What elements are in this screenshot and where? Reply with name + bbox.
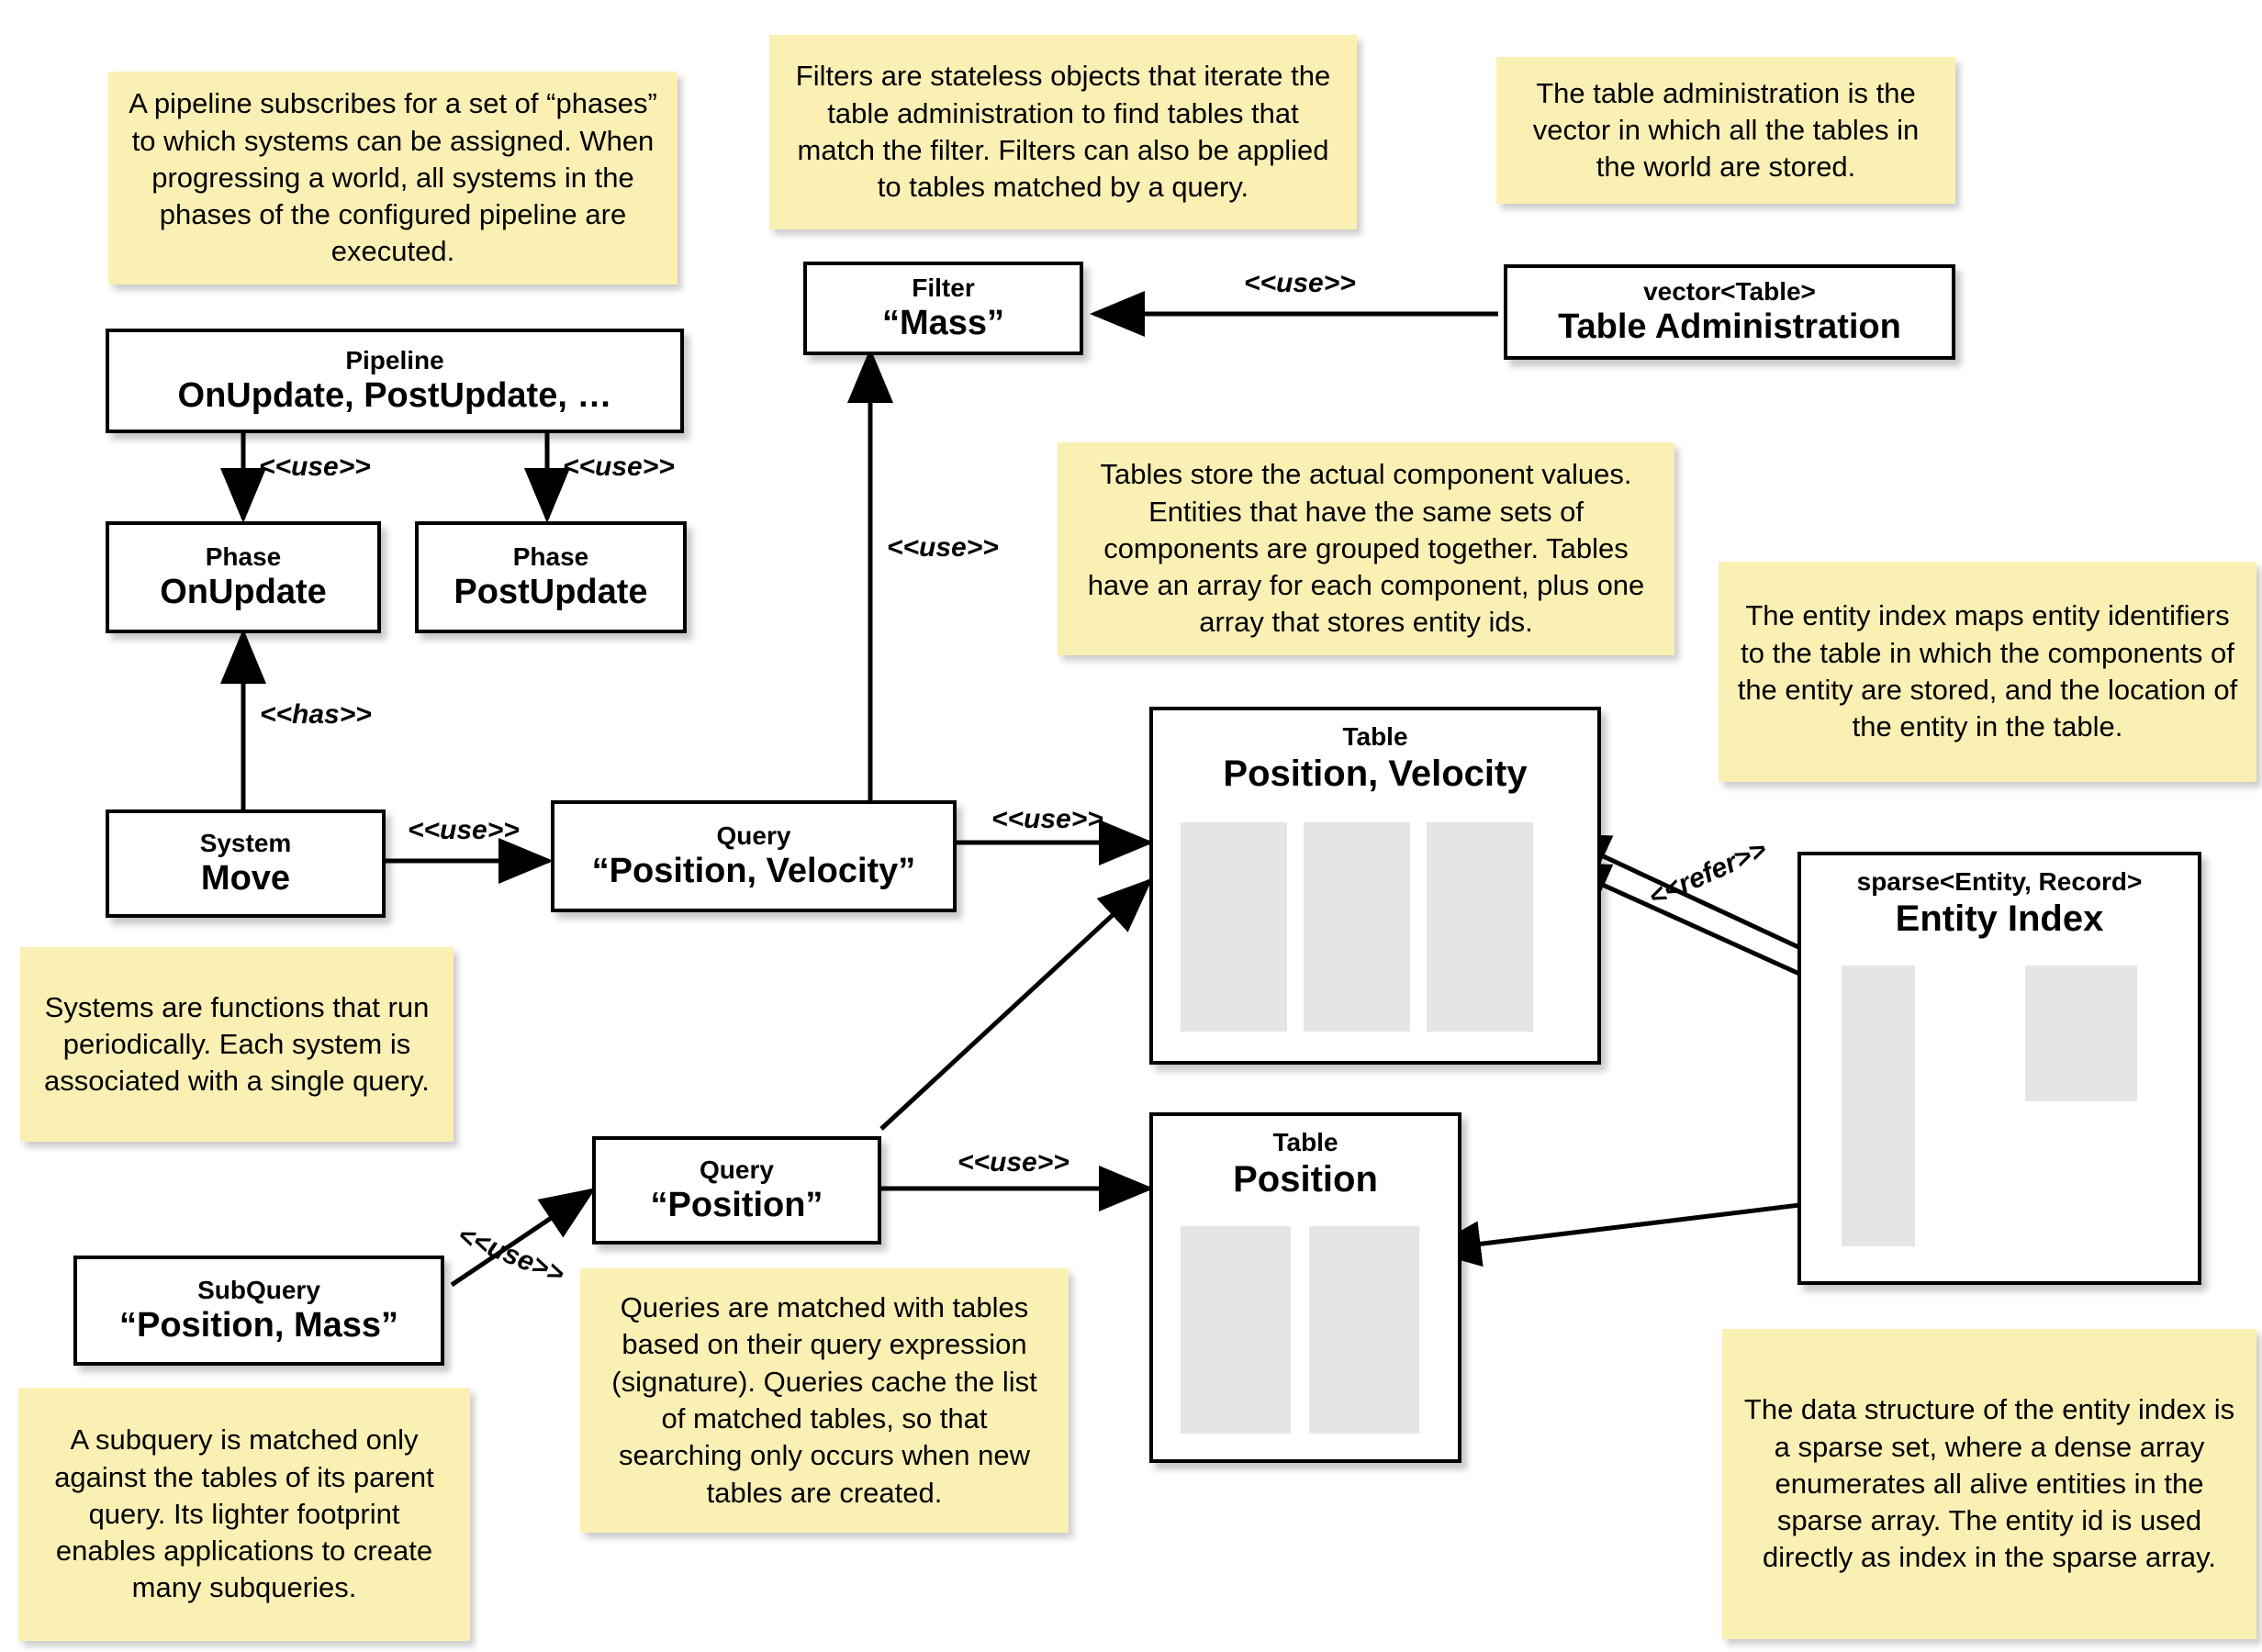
box-system-move-stereotype: System xyxy=(199,829,292,858)
box-system-move-name: Move xyxy=(200,859,291,899)
box-phase-postupdate[interactable]: Phase PostUpdate xyxy=(415,521,687,633)
table-position-velocity-header: Table Position, Velocity xyxy=(1153,710,1597,794)
table-column xyxy=(1181,822,1287,1032)
table-position-header: Table Position xyxy=(1153,1116,1458,1200)
note-pipeline: A pipeline subscribes for a set of “phas… xyxy=(108,72,677,285)
box-subquery[interactable]: SubQuery “Position, Mass” xyxy=(73,1256,444,1366)
table-column xyxy=(1309,1226,1419,1434)
label-pipeline-postupdate: <<use>> xyxy=(563,452,675,482)
box-subquery-stereotype: SubQuery xyxy=(197,1276,320,1305)
box-phase-postupdate-stereotype: Phase xyxy=(512,542,589,572)
entity-index-name: Entity Index xyxy=(1895,898,2104,939)
table-position-name: Position xyxy=(1233,1158,1378,1200)
table-column xyxy=(1304,822,1410,1032)
label-query-uses-filter: <<use>> xyxy=(887,532,999,563)
box-pipeline-stereotype: Pipeline xyxy=(345,346,444,375)
box-table-position-velocity[interactable]: Table Position, Velocity xyxy=(1149,707,1601,1065)
note-subquery: A subquery is matched only against the t… xyxy=(18,1388,470,1641)
box-table-administration-name: Table Administration xyxy=(1558,307,1901,347)
label-querypos-uses-table: <<use>> xyxy=(957,1147,1069,1178)
note-tables: Tables store the actual component values… xyxy=(1058,442,1674,655)
box-table-position[interactable]: Table Position xyxy=(1149,1112,1461,1463)
table-position-velocity-stereotype: Table xyxy=(1342,722,1408,751)
box-entity-index[interactable]: sparse<Entity, Record> Entity Index xyxy=(1797,852,2201,1285)
table-column xyxy=(1427,822,1533,1032)
table-position-velocity-columns xyxy=(1181,822,1577,1032)
box-query-position-name: “Position” xyxy=(650,1186,823,1225)
label-query-uses-table: <<use>> xyxy=(991,804,1103,834)
box-subquery-name: “Position, Mass” xyxy=(118,1306,399,1345)
box-system-move[interactable]: System Move xyxy=(106,809,386,918)
box-phase-onupdate-name: OnUpdate xyxy=(160,573,327,612)
box-table-administration-stereotype: vector<Table> xyxy=(1643,277,1816,307)
box-filter-mass-stereotype: Filter xyxy=(912,273,975,303)
entity-index-sparse-array xyxy=(2025,966,2137,1101)
label-admin-uses-filter: <<use>> xyxy=(1244,268,1356,298)
entity-index-dense-array xyxy=(1842,966,1915,1246)
box-query-position-stereotype: Query xyxy=(700,1155,774,1185)
label-subquery-uses-query: <<use>> xyxy=(454,1220,569,1290)
label-system-has-phase: <<has>> xyxy=(260,699,372,730)
label-index-refers-table: <<refer>> xyxy=(1644,833,1772,913)
edge-querypos-uses-table-posvel xyxy=(879,877,1153,1131)
box-filter-mass-name: “Mass” xyxy=(881,304,1005,343)
box-phase-onupdate[interactable]: Phase OnUpdate xyxy=(106,521,381,633)
note-systems: Systems are functions that run periodica… xyxy=(20,947,454,1142)
box-query-position-velocity-name: “Position, Velocity” xyxy=(591,852,916,891)
table-position-stereotype: Table xyxy=(1272,1128,1338,1156)
note-table-administration: The table administration is the vector i… xyxy=(1496,57,1955,204)
label-system-uses-query: <<use>> xyxy=(408,815,520,845)
note-sparse-set: The data structure of the entity index i… xyxy=(1722,1329,2256,1639)
table-column xyxy=(1181,1226,1291,1434)
entity-index-stereotype: sparse<Entity, Record> xyxy=(1856,867,2143,896)
box-query-position-velocity[interactable]: Query “Position, Velocity” xyxy=(551,800,957,912)
box-query-position[interactable]: Query “Position” xyxy=(592,1136,881,1245)
box-filter-mass[interactable]: Filter “Mass” xyxy=(803,262,1083,355)
note-entity-index: The entity index maps entity identifiers… xyxy=(1719,562,2256,782)
box-phase-onupdate-stereotype: Phase xyxy=(205,542,282,572)
box-phase-postupdate-name: PostUpdate xyxy=(454,573,648,612)
table-position-velocity-name: Position, Velocity xyxy=(1223,753,1528,794)
box-pipeline[interactable]: Pipeline OnUpdate, PostUpdate, … xyxy=(106,329,684,433)
table-position-columns xyxy=(1181,1226,1439,1434)
entity-index-header: sparse<Entity, Record> Entity Index xyxy=(1801,855,2198,939)
note-queries: Queries are matched with tables based on… xyxy=(580,1268,1069,1533)
box-query-position-velocity-stereotype: Query xyxy=(716,821,791,851)
label-pipeline-onupdate: <<use>> xyxy=(259,452,371,482)
box-table-administration[interactable]: vector<Table> Table Administration xyxy=(1504,264,1955,360)
box-pipeline-name: OnUpdate, PostUpdate, … xyxy=(177,376,612,416)
note-filters: Filters are stateless objects that itera… xyxy=(769,35,1357,229)
